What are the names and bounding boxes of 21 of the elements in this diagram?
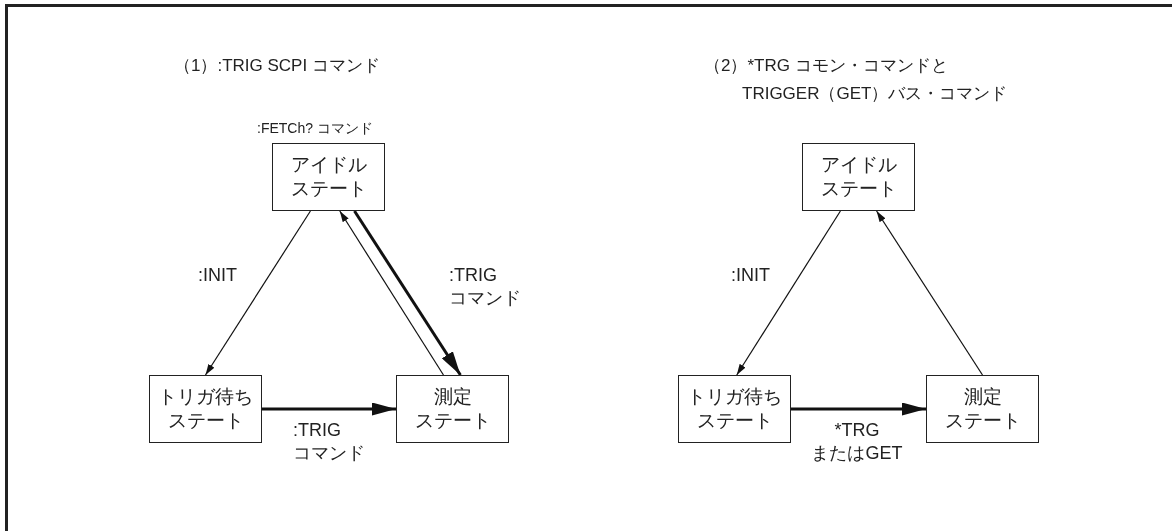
arrow: [791, 402, 926, 416]
arrow: [339, 210, 445, 376]
arrow: [204, 210, 312, 376]
state-box: [396, 375, 509, 443]
state-label: 測定ステート: [944, 385, 1021, 433]
arrow: [876, 210, 984, 376]
state-box: [678, 375, 791, 443]
state-box: [802, 143, 915, 211]
panel-heading: （1）:TRIG SCPI コマンド: [174, 55, 380, 77]
state-label: 測定ステート: [414, 385, 491, 433]
state-label: アイドルステート: [290, 153, 367, 201]
arrow: [262, 402, 396, 416]
panel-heading: （2）*TRG コモン・コマンドとTRIGGER（GET）バス・コマンド: [704, 55, 1008, 105]
state-label: アイドルステート: [820, 153, 897, 201]
state-label: トリガ待ちステート: [687, 385, 782, 433]
state-box: [149, 375, 262, 443]
arrow: [736, 210, 841, 376]
state-label: トリガ待ちステート: [158, 385, 253, 433]
arrow: [353, 210, 462, 376]
state-note: :FETCh? コマンド: [257, 120, 373, 137]
state-box: [926, 375, 1039, 443]
